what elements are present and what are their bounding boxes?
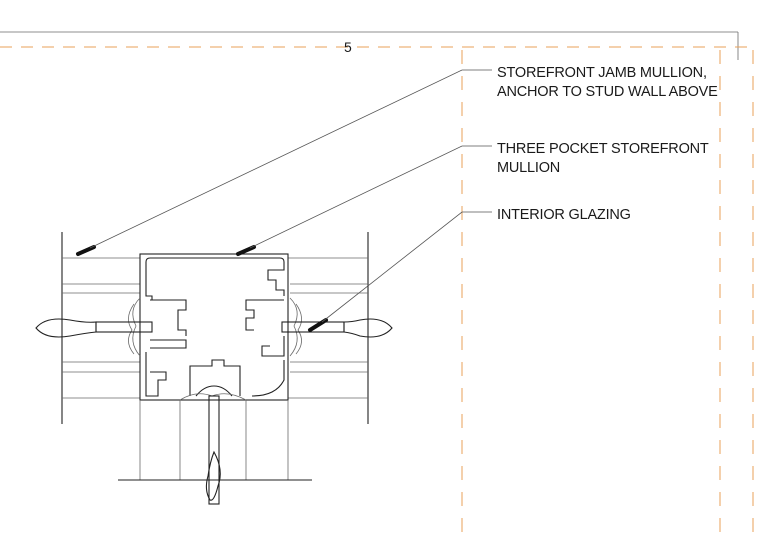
right-glazing-pocket [281,297,393,357]
callout-three-pocket-line-2: MULLION [497,160,560,176]
mullion-profile [139,253,289,401]
sheet-border [0,31,739,60]
viewport-boundary-dashes [0,46,755,542]
leader-lines [89,69,492,323]
callout-three-pocket-line-1: THREE POCKET STOREFRONT [497,141,709,157]
stud-wall [61,232,369,424]
left-glazing-pocket [35,297,153,357]
detail-number: 5 [344,39,352,55]
callout-jamb-mullion: STOREFRONT JAMB MULLION, ANCHOR TO STUD … [497,65,718,100]
callout-jamb-mullion-line-2: ANCHOR TO STUD WALL ABOVE [497,84,718,100]
callout-jamb-mullion-line-1: STOREFRONT JAMB MULLION, [497,65,707,81]
callout-three-pocket: THREE POCKET STOREFRONT MULLION [497,141,709,176]
leader-markers [76,245,328,332]
callout-interior-glazing: INTERIOR GLAZING [497,207,631,223]
callout-interior-glazing-line-1: INTERIOR GLAZING [497,207,631,223]
bottom-glazing-pocket [118,393,312,505]
